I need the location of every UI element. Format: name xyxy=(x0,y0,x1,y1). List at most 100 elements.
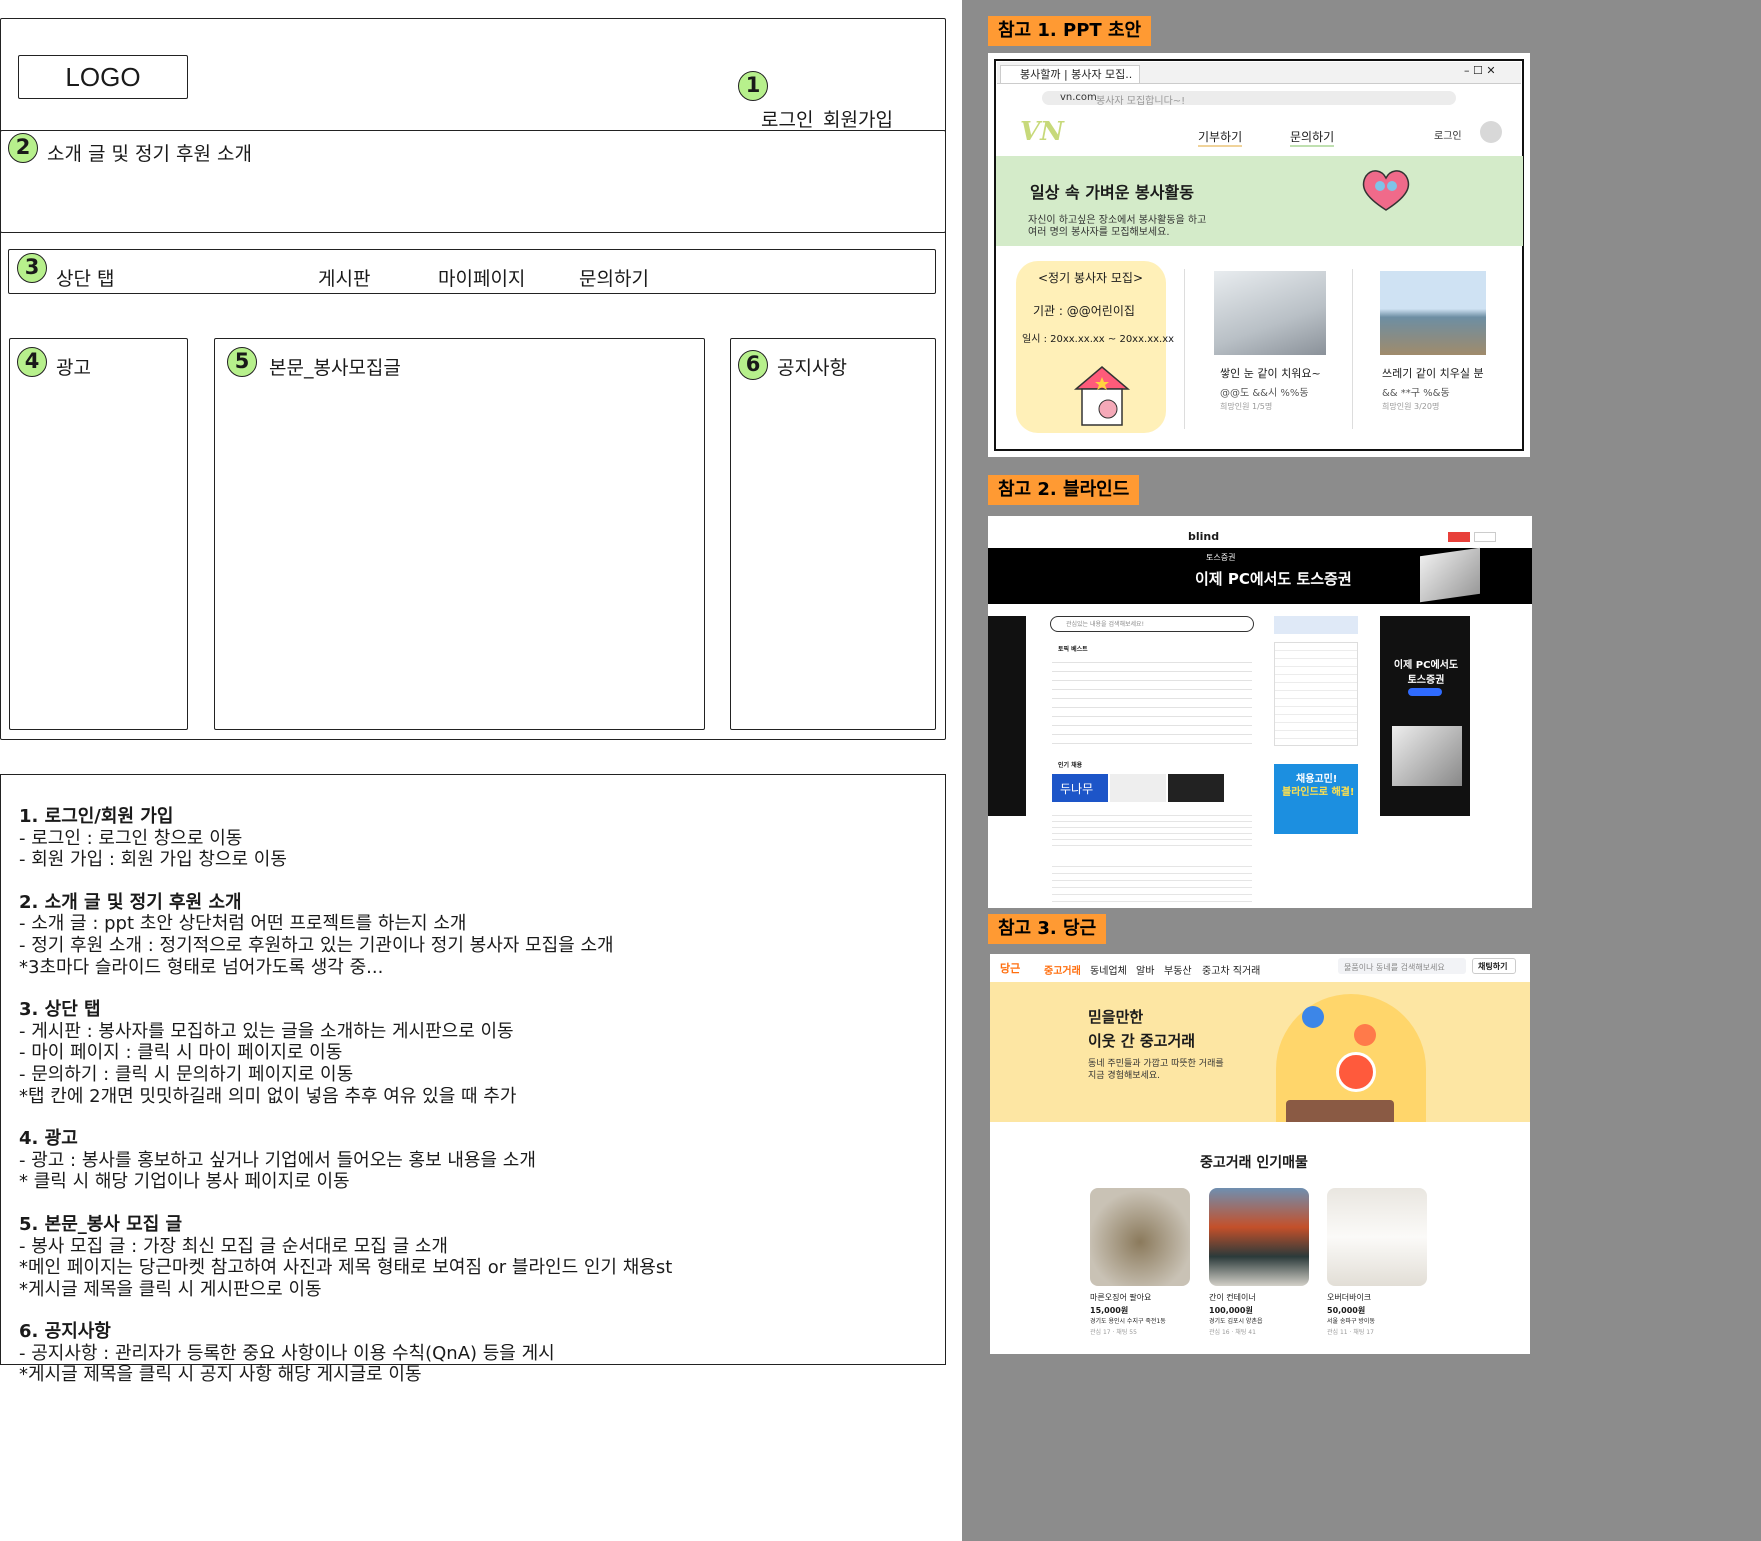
blind-side-banner: 이제 PC에서도 토스증권 xyxy=(1393,660,1459,686)
description-line: - 봉사 모집 글 : 가장 최신 모집 글 순서대로 모집 글 소개 xyxy=(19,1235,448,1257)
description-heading: 6. 공지사항 xyxy=(19,1321,111,1343)
description-line: *3초마다 슬라이드 형태로 넘어가도록 생각 중... xyxy=(19,956,384,978)
description-box xyxy=(0,774,946,1365)
description-line: - 로그인 : 로그인 창으로 이동 xyxy=(19,827,243,849)
dg-hero1: 믿을만한 xyxy=(1088,1008,1144,1026)
description-line: - 공지사항 : 관리자가 등록한 중요 사항이나 이용 수칙(QnA) 등을 … xyxy=(19,1342,555,1364)
ad-label: 광고 xyxy=(56,357,91,379)
dg-section-title: 중고거래 인기매물 xyxy=(1200,1155,1308,1171)
tab-mypage[interactable]: 마이페이지 xyxy=(438,268,526,290)
dg-clock-icon xyxy=(1336,1052,1376,1092)
wireframe-frame xyxy=(0,18,946,740)
ref-danggeun-title: 참고 3. 당근 xyxy=(988,914,1107,944)
ppt-house-icon xyxy=(1070,359,1134,429)
ref-ppt-image: 봉사할까 | 봉사자 모집.. – ☐ ✕ vn.com 봉사자 모집합니다~!… xyxy=(988,53,1530,457)
dg-heart-icon xyxy=(1354,1024,1376,1046)
notice-panel[interactable] xyxy=(730,338,936,730)
ppt-post1-meta: 희망인원 1/5명 xyxy=(1220,402,1273,411)
ref-danggeun-image: 당근 중고거래 동네업체 알바 부동산 중고차 직거래 물품이나 동네를 검색해… xyxy=(990,954,1530,1354)
description-line: - 광고 : 봉사를 홍보하고 싶거나 기업에서 들어오는 홍보 내용을 소개 xyxy=(19,1149,536,1171)
blind-logo: blind xyxy=(1188,530,1220,543)
top-tab-bar xyxy=(8,249,936,294)
dg-item2-price: 100,000원 xyxy=(1209,1306,1253,1315)
description-line: * 클릭 시 해당 기업이나 봉사 페이지로 이동 xyxy=(19,1171,350,1193)
main-panel[interactable] xyxy=(214,338,705,730)
description-gap xyxy=(19,1107,919,1128)
ppt-post1-title: 쌓인 눈 같이 치워요~ xyxy=(1220,367,1321,380)
blind-brand: 토스증권 xyxy=(1206,553,1236,562)
dg-item3-price: 50,000원 xyxy=(1327,1306,1366,1315)
dg-logo: 당근 xyxy=(1000,962,1021,975)
description-line: *메인 페이지는 당근마켓 참고하여 사진과 제목 형태로 보여짐 or 블라인… xyxy=(19,1257,673,1279)
description-line: - 마이 페이지 : 클릭 시 마이 페이지로 이동 xyxy=(19,1042,343,1064)
description-list: 1. 로그인/회원 가입- 로그인 : 로그인 창으로 이동- 회원 가입 : … xyxy=(19,806,919,1386)
blind-job1: 두나무 xyxy=(1060,782,1094,796)
description-line: - 문의하기 : 클릭 시 문의하기 페이지로 이동 xyxy=(19,1063,354,1085)
ppt-login: 로그인 xyxy=(1434,131,1462,142)
description-heading: 2. 소개 글 및 정기 후원 소개 xyxy=(19,891,242,913)
ppt-tab-title: 봉사할까 | 봉사자 모집.. xyxy=(1020,68,1133,81)
description-heading: 4. 광고 xyxy=(19,1128,78,1150)
description-line: *게시글 제목을 클릭 시 공지 사항 해당 게시글로 이동 xyxy=(19,1364,422,1386)
ppt-post1-image xyxy=(1214,271,1326,355)
dg-item1-meta: 관심 17 · 채팅 55 xyxy=(1090,1329,1137,1336)
badge-3: 3 xyxy=(17,253,47,283)
badge-1: 1 xyxy=(738,71,768,101)
dg-chat-button: 채팅하기 xyxy=(1478,962,1508,971)
ppt-post1-sub: @@도 &&시 %%동 xyxy=(1220,388,1309,399)
description-heading: 1. 로그인/회원 가입 xyxy=(19,806,174,827)
badge-2: 2 xyxy=(8,133,38,163)
ppt-hero-sub2: 여러 명의 봉사자를 모집해보세요. xyxy=(1028,227,1170,238)
description-line: - 정기 후원 소개 : 정기적으로 후원하고 있는 기관이나 정기 봉사자 모… xyxy=(19,934,614,956)
dg-item2-loc: 경기도 김포시 양촌읍 xyxy=(1209,1318,1263,1325)
description-line: - 게시판 : 봉사자를 모집하고 있는 글을 소개하는 게시판으로 이동 xyxy=(19,1020,514,1042)
dg-nav-job: 알바 xyxy=(1136,966,1155,977)
tab-board[interactable]: 게시판 xyxy=(318,268,371,290)
ppt-post2-title: 쓰레기 같이 치우실 분 xyxy=(1382,367,1484,380)
dg-nav-local: 동네업체 xyxy=(1090,966,1127,977)
top-tab-label: 상단 탭 xyxy=(56,268,115,290)
dg-item1-image xyxy=(1090,1188,1190,1286)
ppt-post2-sub: && **구 %&동 xyxy=(1382,388,1450,399)
dg-search: 물품이나 동네를 검색해보세요 xyxy=(1344,963,1445,972)
notice-label: 공지사항 xyxy=(777,357,847,379)
tab-inquiry[interactable]: 문의하기 xyxy=(579,268,649,290)
dg-nav-used: 중고거래 xyxy=(1044,966,1081,977)
ppt-avatar-icon xyxy=(1480,121,1502,143)
login-link[interactable]: 로그인 xyxy=(761,109,814,131)
dg-hero-sub1: 동네 주민들과 가깝고 따뜻한 거래를 xyxy=(1088,1059,1224,1069)
dg-item3-loc: 서울 송파구 방이동 xyxy=(1327,1318,1375,1325)
description-gap xyxy=(19,871,919,892)
ppt-url: vn.com xyxy=(1060,92,1097,103)
description-gap xyxy=(19,1300,919,1321)
description-line: *게시글 제목을 클릭 시 게시판으로 이동 xyxy=(19,1278,322,1300)
blind-ad2: 블라인드로 해결! xyxy=(1282,787,1355,798)
ppt-post2-meta: 희망인원 3/20명 xyxy=(1382,402,1440,411)
blind-banner: 이제 PC에서도 토스증권 xyxy=(1195,570,1352,588)
dg-item2-meta: 관심 16 · 채팅 41 xyxy=(1209,1329,1256,1336)
dg-item3-image xyxy=(1327,1188,1427,1286)
blind-cta-button xyxy=(1408,688,1442,696)
badge-4: 4 xyxy=(17,347,47,377)
logo-box: LOGO xyxy=(18,55,188,99)
ppt-heart-hand-icon xyxy=(1356,166,1416,216)
intro-section-label: 소개 글 및 정기 후원 소개 xyxy=(47,143,252,165)
ppt-card-org: 기관 : @@어린이집 xyxy=(1033,304,1135,318)
blind-jobs: 인기 채용 xyxy=(1058,762,1083,769)
dg-nav-realty: 부동산 xyxy=(1164,966,1192,977)
dg-item1-loc: 경기도 용인시 수지구 죽전1동 xyxy=(1090,1318,1166,1325)
dg-item2-name: 간이 컨테이너 xyxy=(1209,1293,1256,1302)
dg-hero-sub2: 지금 경험해보세요. xyxy=(1088,1071,1160,1081)
ppt-hero-title: 일상 속 가벼운 봉사활동 xyxy=(1030,183,1194,202)
dg-item2-image xyxy=(1209,1188,1309,1286)
ppt-nav-inquiry: 문의하기 xyxy=(1290,128,1335,147)
dg-item3-meta: 관심 11 · 채팅 17 xyxy=(1327,1329,1374,1336)
ad-panel[interactable] xyxy=(9,338,188,730)
dg-hero2: 이웃 간 중고거래 xyxy=(1088,1032,1196,1050)
dg-item3-name: 오버더바이크 xyxy=(1327,1293,1372,1302)
ref-blind-image: blind 토스증권 이제 PC에서도 토스증권 이제 PC에서도 토스증권 관… xyxy=(988,516,1532,908)
signup-link[interactable]: 회원가입 xyxy=(823,109,893,131)
description-gap xyxy=(19,1193,919,1214)
main-label: 본문_봉사모집글 xyxy=(269,357,401,379)
blind-ad1: 채용고민! xyxy=(1296,774,1338,785)
